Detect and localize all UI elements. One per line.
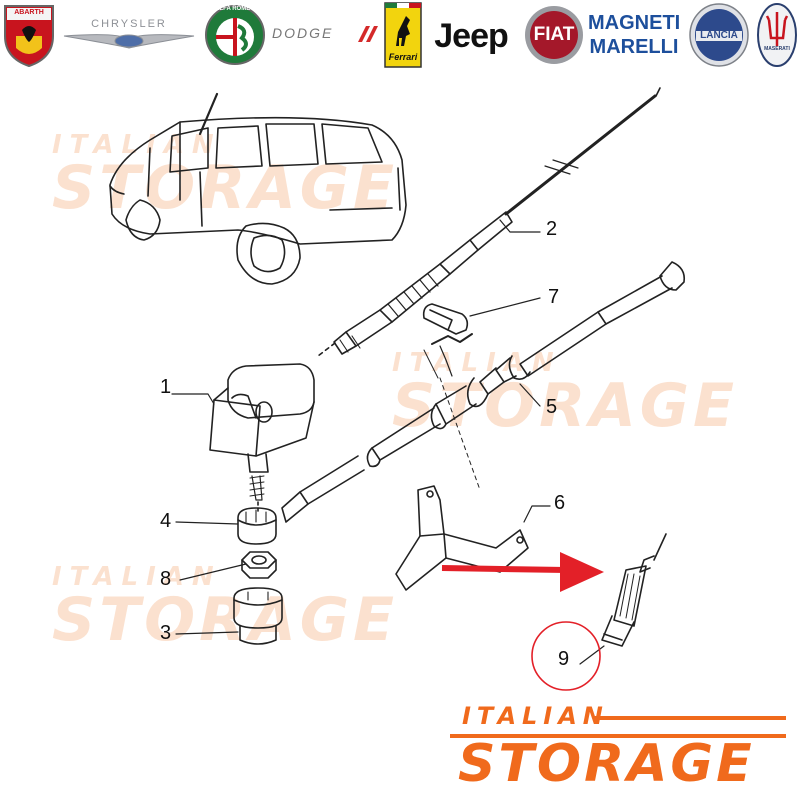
part-9-adapter-plug: [601, 533, 667, 647]
alfa-romeo-logo-icon: ALFA ROMEO: [204, 4, 266, 66]
logo-line1: ITALIAN: [462, 702, 609, 730]
part-4-ring-nut: [237, 507, 277, 545]
part-7-cable-clip: [422, 303, 473, 379]
logo-mid-bar: [450, 734, 786, 738]
brand-name-maserati: MASERATI: [764, 46, 790, 52]
callout-3: 3: [160, 622, 172, 644]
leader-line-7: [469, 297, 541, 317]
callout-6: 6: [554, 492, 566, 514]
logo-line2: STORAGE: [458, 734, 755, 794]
watermark-line1: ITALIAN: [52, 130, 222, 160]
leader-line-3: [175, 631, 239, 635]
leader-line-4: [175, 521, 239, 525]
abarth-logo-icon: ABARTH: [2, 2, 56, 68]
lancia-logo-icon: LANCIA: [688, 2, 750, 68]
ferrari-logo-icon: Ferrari: [384, 2, 422, 68]
watermark-line1: ITALIAN: [52, 562, 222, 592]
red-arrow-icon: [441, 552, 604, 592]
maserati-logo-icon: MASERATI: [756, 2, 798, 68]
callout-7: 7: [548, 286, 560, 308]
part-2-antenna-mast: [317, 87, 661, 357]
callout-9: 9: [558, 648, 570, 670]
jeep-logo-icon: Jeep: [428, 14, 514, 58]
highlight-circle-icon: [531, 621, 601, 691]
chrysler-logo-icon: CHRYSLER: [62, 14, 196, 54]
brand-name-lancia: LANCIA: [700, 30, 738, 41]
callout-5: 5: [546, 396, 558, 418]
brand-name-chrysler: CHRYSLER: [91, 18, 167, 30]
watermark-bottom-left: ITALIAN STORAGE: [52, 562, 399, 655]
brand-name-fiat: FIAT: [533, 24, 575, 45]
callout-2: 2: [546, 218, 558, 240]
van-illustration: [109, 92, 407, 285]
brand-name-abarth: ABARTH: [14, 9, 44, 16]
leader-line-5: [519, 383, 541, 407]
brand-name-marelli: MARELLI: [589, 36, 679, 58]
part-5-antenna-cable: [281, 261, 686, 523]
brand-name-alfa-romeo: ALFA ROMEO: [215, 6, 255, 12]
dodge-logo-icon: DODGE: [270, 22, 380, 46]
part-1-antenna-base: [209, 363, 315, 513]
brand-logo-row: ABARTH CHRYSLER ALFA ROMEO DODGE: [0, 0, 800, 72]
leader-line-6: [523, 505, 551, 523]
magneti-marelli-logo-icon: MAGNETI MARELLI: [588, 8, 680, 64]
part-8-hex-nut: [241, 551, 277, 579]
callout-1: 1: [160, 376, 172, 398]
fiat-logo-icon: FIAT: [524, 4, 584, 66]
part-6-mounting-bracket: [395, 377, 529, 591]
callout-8: 8: [160, 568, 172, 590]
callout-4: 4: [160, 510, 172, 532]
leader-line-8: [179, 563, 247, 581]
brand-name-jeep: Jeep: [434, 16, 508, 55]
brand-name-magneti: MAGNETI: [588, 12, 681, 34]
leader-line-1: [171, 393, 215, 405]
watermark-line2: STORAGE: [52, 585, 399, 655]
watermark-line2: STORAGE: [392, 371, 739, 441]
brand-name-ferrari: Ferrari: [388, 52, 418, 62]
leader-line-2: [499, 219, 541, 233]
logo-top-bar: [594, 716, 786, 720]
brand-name-dodge: DODGE: [272, 25, 334, 41]
italian-storage-logo: ITALIAN STORAGE: [448, 702, 788, 794]
part-3-ferrule: [233, 587, 283, 645]
